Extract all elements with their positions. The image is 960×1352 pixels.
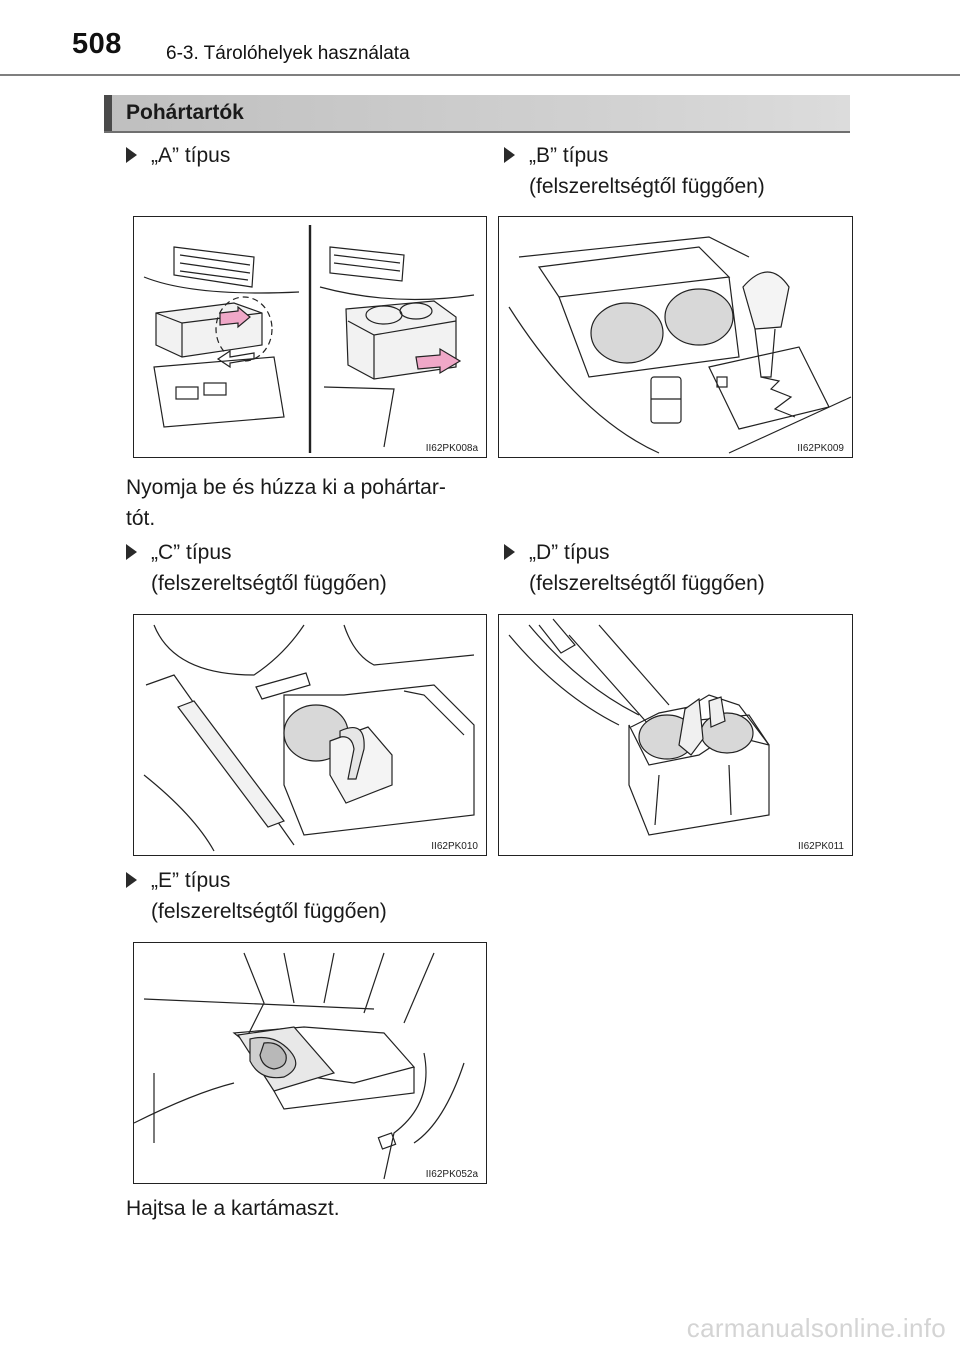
figure-d-id: II62PK011 <box>798 841 844 852</box>
type-b-sublabel: (felszereltségtől függően) <box>529 175 765 198</box>
figure-type-a: II62PK008a <box>133 216 487 458</box>
bullet-triangle-icon <box>126 872 137 888</box>
chapter-title: 6-3. Tárolóhelyek használata <box>166 43 410 64</box>
section-title: Pohártartók <box>126 101 244 124</box>
figure-type-d: II62PK011 <box>498 614 853 856</box>
section-heading-band: Pohártartók <box>104 95 850 133</box>
cup-holder-a-illustration: II62PK008a <box>143 225 479 454</box>
bullet-triangle-icon <box>504 544 515 560</box>
type-b-label: „B” típus (felszereltségtől függően) <box>504 140 844 204</box>
type-e-sublabel: (felszereltségtől függően) <box>151 900 387 923</box>
figure-a-id: II62PK008a <box>426 443 479 454</box>
type-d-label: „D” típus (felszereltségtől függően) <box>504 537 844 601</box>
header-divider <box>0 74 960 76</box>
type-a-instruction: Nyomja be és húzza ki a pohártar- tót. <box>126 476 446 530</box>
type-e-instruction: Hajtsa le a kartámaszt. <box>126 1197 340 1220</box>
figure-c-id: II62PK010 <box>431 841 478 852</box>
bullet-triangle-icon <box>126 147 137 163</box>
type-c-label: „C” típus (felszereltségtől függően) <box>126 537 466 601</box>
type-a-label: „A” típus <box>126 140 466 172</box>
cup-holder-e-illustration: II62PK052a <box>134 952 479 1180</box>
page-number: 508 <box>72 28 122 60</box>
figure-type-b: II62PK009 <box>498 216 853 458</box>
cup-holder-d-illustration: II62PK011 <box>508 618 844 852</box>
type-c-sublabel: (felszereltségtől függően) <box>151 572 387 595</box>
type-d-sublabel: (felszereltségtől függően) <box>529 572 765 595</box>
cup-holder-c-illustration: II62PK010 <box>143 624 478 852</box>
cup-holder-b-illustration: II62PK009 <box>508 236 852 454</box>
bullet-triangle-icon <box>126 544 137 560</box>
watermark: carmanualsonline.info <box>686 1313 946 1343</box>
figure-type-e: II62PK052a <box>133 942 487 1184</box>
figure-b-id: II62PK009 <box>797 443 844 454</box>
figure-type-c: II62PK010 <box>133 614 487 856</box>
type-e-label: „E” típus (felszereltségtől függően) <box>126 865 466 929</box>
figure-e-id: II62PK052a <box>426 1169 479 1180</box>
section-accent-bar <box>104 95 112 131</box>
bullet-triangle-icon <box>504 147 515 163</box>
